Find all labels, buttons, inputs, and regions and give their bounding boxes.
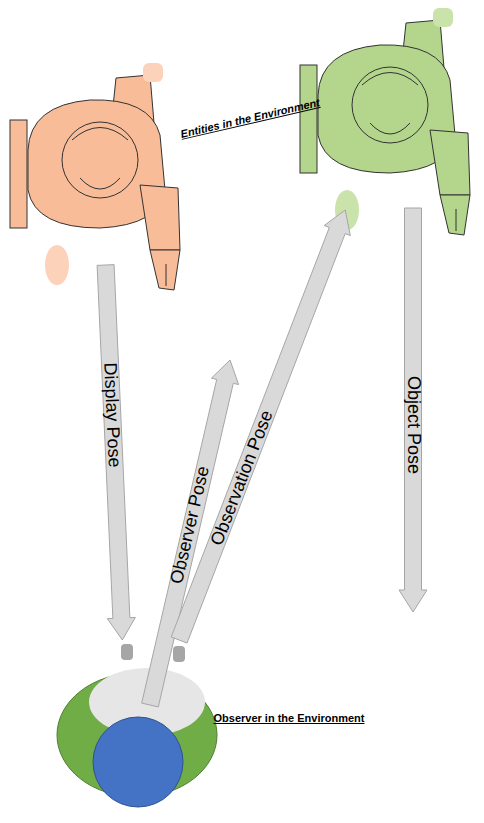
head — [352, 67, 428, 143]
head — [93, 717, 183, 807]
finger-line — [166, 264, 167, 286]
hand — [45, 245, 69, 285]
block-arrow — [142, 360, 239, 707]
entity-figure: Entities in the Environment — [10, 60, 190, 265]
face-line — [370, 123, 410, 134]
figure-label: Observer in the Environment — [214, 712, 365, 724]
observer-figure: Observer in the Environment — [55, 640, 220, 815]
hand — [150, 250, 180, 290]
hand — [433, 8, 453, 27]
hand — [440, 195, 470, 235]
head — [62, 122, 138, 198]
figure-outline — [55, 640, 220, 815]
block-arrow — [399, 208, 427, 612]
face-line — [80, 178, 120, 189]
figure-outline — [300, 5, 484, 210]
hand — [143, 63, 163, 82]
tablet — [300, 65, 317, 173]
entity-figure — [300, 5, 484, 210]
arm — [430, 130, 470, 195]
block-arrow — [97, 265, 135, 640]
arm — [140, 185, 180, 250]
ear — [173, 646, 185, 662]
figure-outline — [10, 60, 190, 265]
hair-line — [362, 73, 418, 86]
arrow-label: Display Pose — [99, 362, 125, 468]
hand — [335, 190, 359, 230]
tablet — [10, 120, 27, 228]
finger-line — [456, 209, 457, 231]
hair-line — [72, 128, 128, 141]
ear — [121, 644, 133, 660]
block-arrow — [171, 210, 350, 643]
